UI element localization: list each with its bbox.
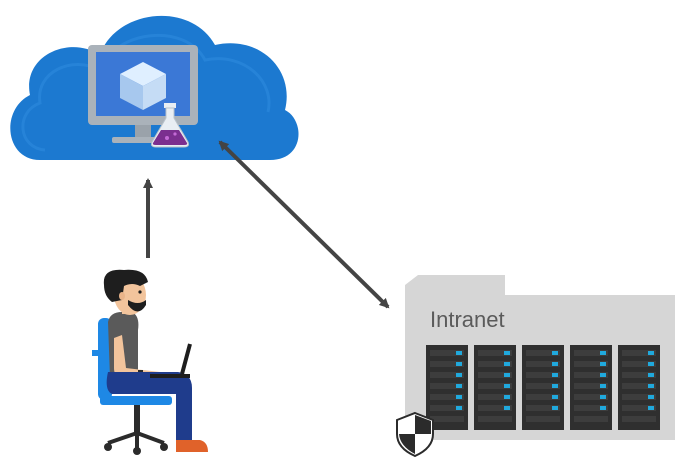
arrow-cloud-intranet <box>218 140 390 309</box>
server-rack-icon <box>474 345 516 430</box>
workspace-cube-icon <box>120 62 166 110</box>
server-rack-icon <box>618 345 660 430</box>
server-rack-icon <box>426 345 468 430</box>
server-rack-icon <box>522 345 564 430</box>
intranet-label: Intranet <box>430 307 505 332</box>
server-racks <box>426 345 660 430</box>
flask-icon <box>151 103 189 148</box>
server-rack-icon <box>570 345 612 430</box>
shield-icon <box>396 411 434 458</box>
person-at-laptop-icon <box>92 269 208 455</box>
